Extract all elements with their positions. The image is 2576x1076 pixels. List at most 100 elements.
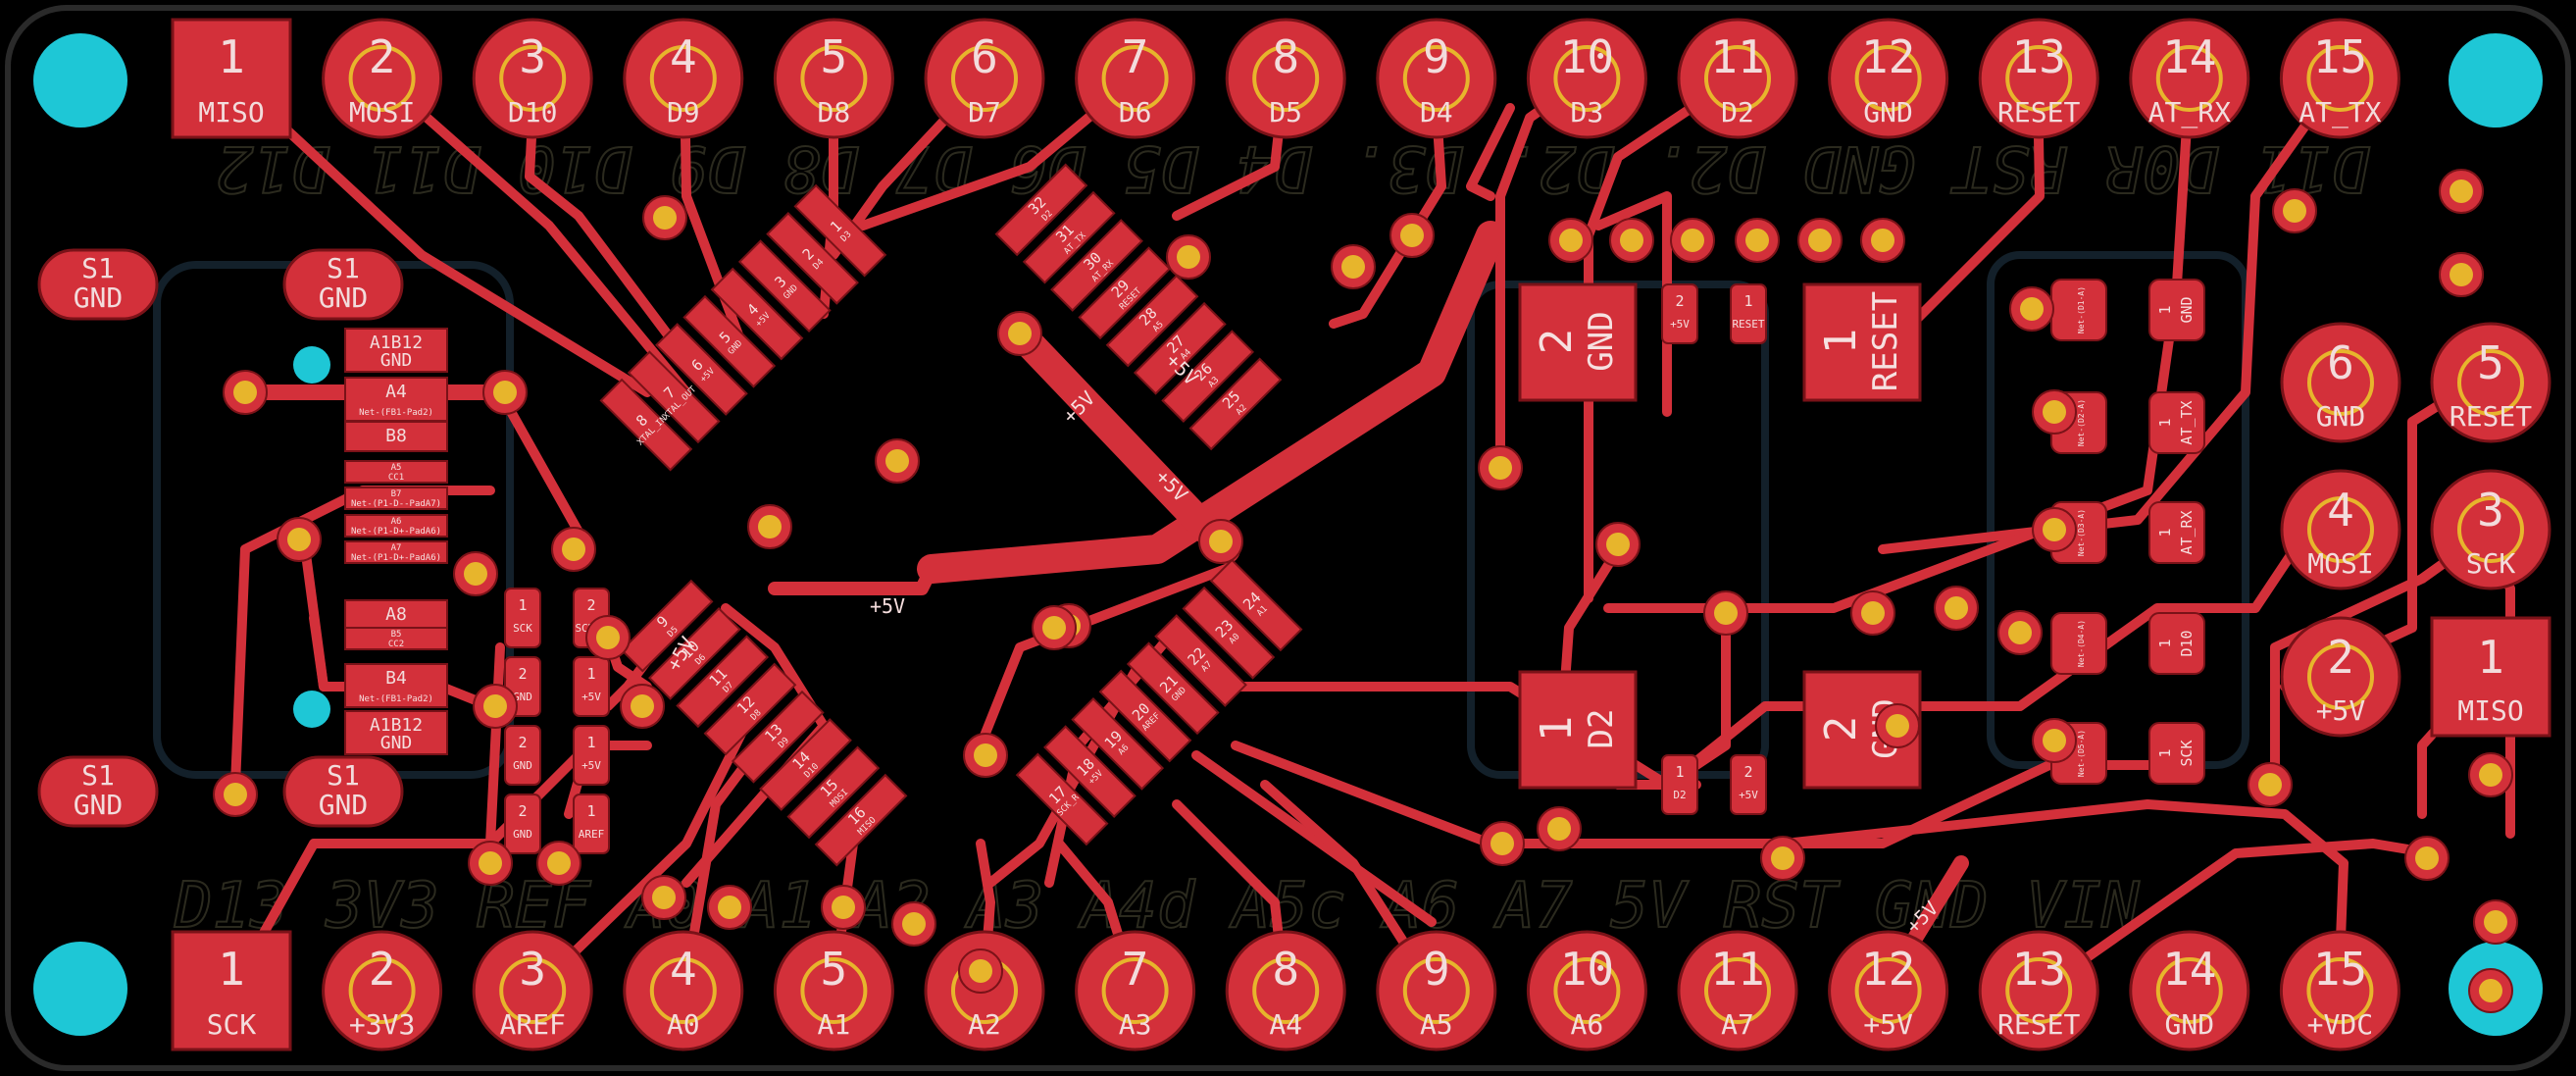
usb-pin-a8[interactable]: A8 <box>344 599 448 631</box>
button-number: 2 <box>1532 329 1582 355</box>
header-pad-12[interactable]: 12+5V <box>1828 930 1949 1051</box>
mcu-pin-1[interactable]: 1D3 <box>793 183 887 278</box>
header-pad-5[interactable]: 5A1 <box>773 930 894 1051</box>
usb-shield-pad[interactable]: S1 GND <box>37 755 159 828</box>
usb-shield-pad[interactable]: S1 GND <box>282 755 404 828</box>
button-number: 1 <box>1532 716 1582 743</box>
header-pad-9[interactable]: 9A5 <box>1376 930 1497 1051</box>
via-drill <box>1008 322 1032 345</box>
usb-shield-pad[interactable]: S1 GND <box>37 248 159 321</box>
pad-shape <box>171 18 292 139</box>
header-pad-8[interactable]: 8D5 <box>1225 18 1346 139</box>
drill-ring <box>2306 957 2374 1024</box>
pad-shape <box>2430 469 2551 590</box>
header-pad-7[interactable]: 7A3 <box>1075 930 1196 1051</box>
pin-shape <box>1105 274 1199 368</box>
usb-pin-b8[interactable]: B8 <box>344 421 448 452</box>
header-pad-15[interactable]: 15+VDC <box>2279 930 2400 1051</box>
header-pad-6[interactable]: 6D7 <box>924 18 1045 139</box>
header-pad-5[interactable]: 5D8 <box>773 18 894 139</box>
usb-shield-pad[interactable]: S1 GND <box>282 248 404 321</box>
header-pad-2[interactable]: 2+3V3 <box>322 930 443 1051</box>
header-pad-9[interactable]: 9D4 <box>1376 18 1497 139</box>
drill-ring <box>649 957 717 1024</box>
pad-label: +3V3 <box>349 1008 415 1041</box>
mcu-pin-9[interactable]: 9D5 <box>620 579 714 673</box>
mcu-pin-4[interactable]: 4+5V <box>710 267 804 361</box>
mcu-pin-2[interactable]: 2D4 <box>766 211 859 305</box>
pad-number: 15 <box>2313 30 2367 83</box>
pad-number: 5 <box>821 30 848 83</box>
header-pad-7[interactable]: 7D6 <box>1075 18 1196 139</box>
icsp-pin-2[interactable]: 2+5V <box>2280 616 2401 738</box>
mcu-pin-6[interactable]: 6+5V <box>655 323 748 416</box>
mcu-pin-18[interactable]: 18+5V <box>1043 725 1136 819</box>
header-pad-4[interactable]: 4D9 <box>623 18 744 139</box>
drill-pad-hole <box>1559 229 1583 252</box>
via-drill <box>2450 263 2473 286</box>
header-pad-4[interactable]: 4A0 <box>623 930 744 1051</box>
pad-number: 3 <box>2477 484 2504 537</box>
header-pad-8[interactable]: 8A4 <box>1225 930 1346 1051</box>
